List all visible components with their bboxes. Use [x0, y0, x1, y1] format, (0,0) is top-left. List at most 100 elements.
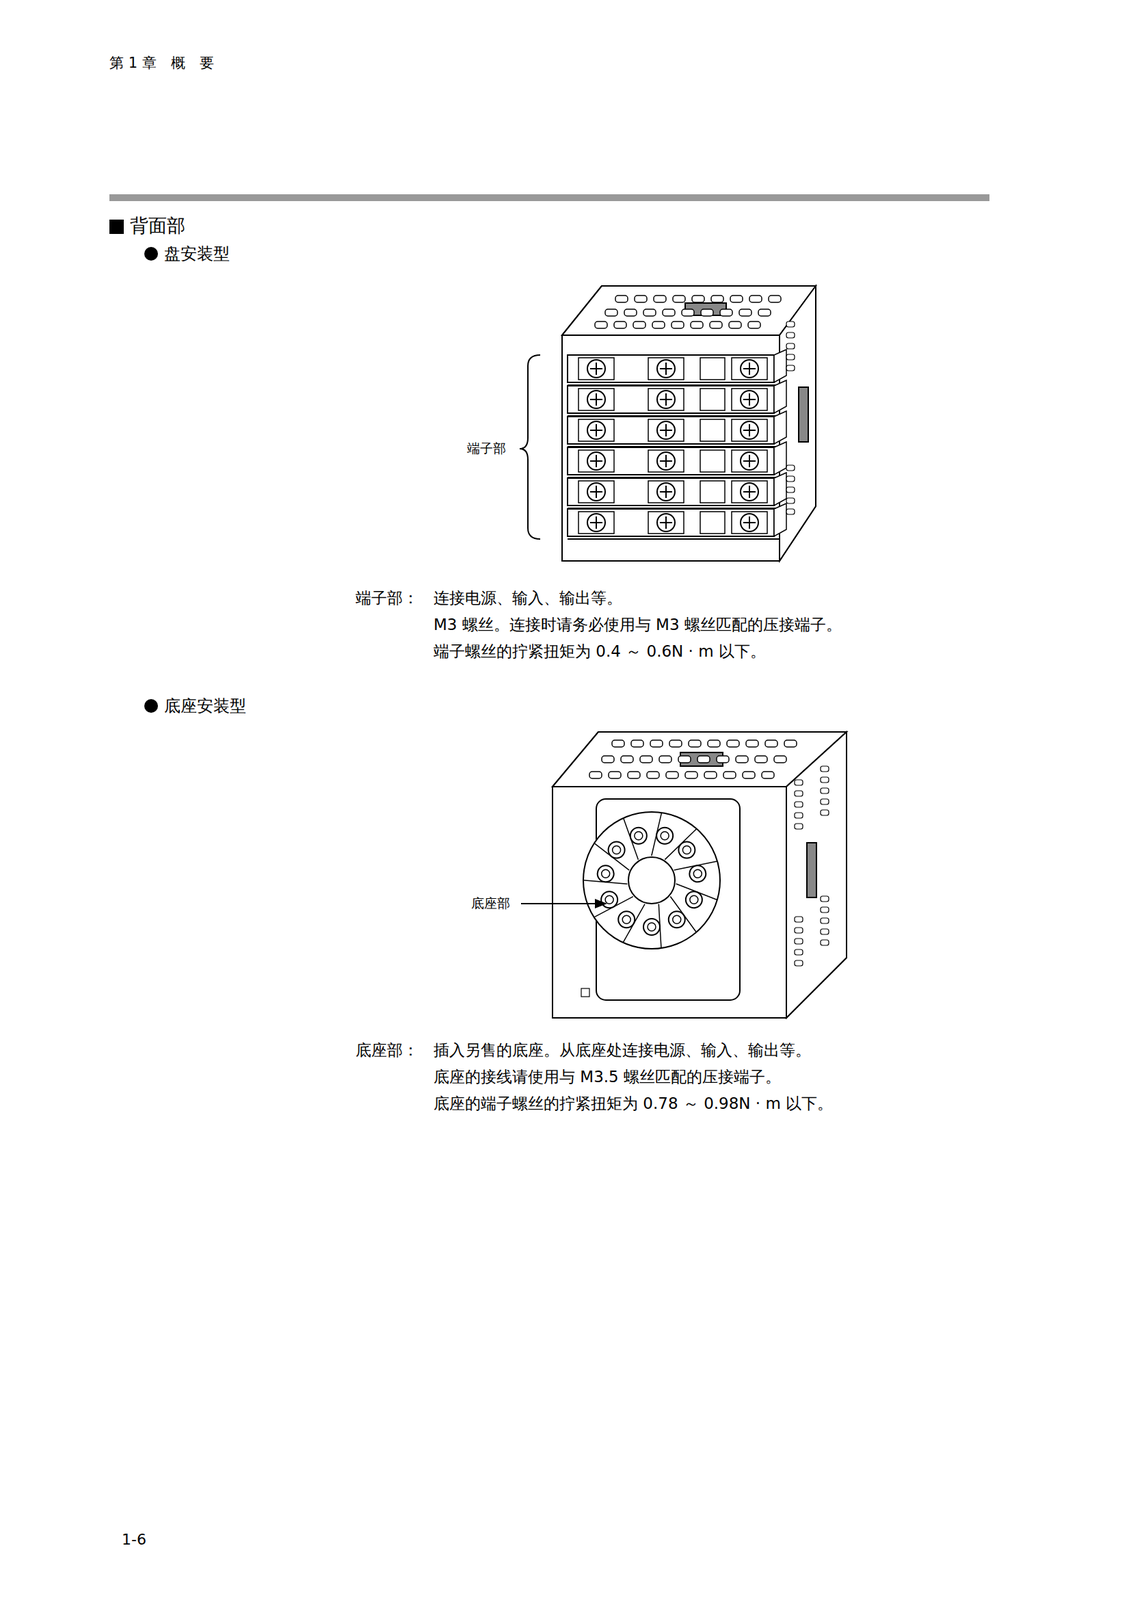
vent-slot: [678, 755, 691, 763]
terminal-cell: [578, 388, 615, 411]
mark: [581, 988, 590, 997]
vent-slot: [669, 739, 682, 747]
housing: [552, 731, 847, 1018]
terminal-blank: [700, 511, 725, 534]
heading-square: [109, 219, 124, 234]
vent-slot: [794, 790, 803, 796]
terminal-screw: [587, 482, 606, 501]
vent-slot: [692, 295, 705, 303]
vent-slot: [786, 486, 795, 493]
vent-slot: [820, 928, 829, 935]
vent-slot: [627, 771, 641, 779]
vent-slot: [820, 906, 829, 913]
terminal-screw: [587, 451, 606, 470]
socket-pin-tip: [660, 831, 669, 840]
vent-slot: [794, 949, 803, 955]
vent-slot: [707, 739, 721, 747]
vent-slot: [786, 332, 795, 338]
screw-slot: [595, 485, 597, 498]
vent-slot: [735, 755, 749, 763]
terminal-screw: [657, 513, 675, 532]
vent-slot: [820, 787, 829, 794]
terminal-cell: [648, 511, 684, 534]
vent-slot: [589, 771, 602, 779]
vent-slot: [720, 309, 733, 316]
terminal-blank: [700, 388, 725, 411]
vent-slot: [608, 771, 621, 779]
vent-slot: [749, 295, 762, 303]
vent-slot: [761, 771, 775, 779]
row-side: [774, 503, 787, 537]
row-divider: [567, 538, 780, 540]
running-header: 第 1 章 概 要: [109, 54, 215, 72]
socket-pin-tip: [647, 922, 656, 931]
screw-slot: [595, 423, 597, 437]
side-face: [786, 731, 847, 1018]
vent-slot: [594, 321, 608, 329]
bracket: [519, 354, 541, 539]
vent-slot: [784, 739, 797, 747]
terminal-screw: [740, 359, 759, 378]
terminal-row: [567, 416, 775, 444]
terminal-blank: [700, 419, 725, 442]
terminal-cell: [648, 419, 684, 442]
terminal-screw: [740, 451, 759, 470]
socket-pin: [597, 865, 615, 882]
row-side: [774, 349, 787, 383]
screw-slot: [665, 362, 667, 375]
screw-slot: [665, 454, 667, 468]
vent-slot: [794, 938, 803, 944]
vent-slot: [662, 309, 675, 316]
socket-rib: [664, 828, 697, 860]
socket-pin-tip: [682, 845, 691, 854]
rule-bar: [109, 194, 990, 202]
terminal-cell: [578, 511, 615, 534]
vent-slot: [786, 497, 795, 504]
terminal-screw: [740, 513, 759, 532]
vent-slot: [794, 927, 803, 933]
rear-face: [562, 335, 780, 561]
subheading: 底座安装型: [164, 696, 247, 716]
terminal-screw: [657, 359, 675, 378]
vent-slot: [786, 508, 795, 515]
vent-slot: [611, 739, 625, 747]
terminal-row: [567, 385, 775, 414]
terminal-cell: [648, 449, 684, 472]
terminal-row: [567, 354, 775, 383]
screw-slot: [665, 393, 667, 406]
vent-slot: [739, 309, 752, 316]
socket-pin: [685, 890, 703, 908]
vent-slot: [820, 798, 829, 805]
part-name: 底座部: [471, 895, 511, 911]
vent-slot: [754, 755, 768, 763]
terminal-screw: [657, 451, 675, 470]
vent-slot: [672, 295, 686, 303]
screw-slot: [595, 362, 597, 375]
vent-slot: [704, 771, 717, 779]
vent-slot: [601, 755, 615, 763]
vent-slot: [650, 739, 663, 747]
vent-slot: [631, 739, 644, 747]
vent-slot: [643, 309, 656, 316]
vent-slot: [820, 939, 829, 946]
screw-slot: [665, 423, 667, 437]
terminal-cell: [578, 419, 615, 442]
socket-pin: [643, 918, 660, 935]
note-line: 连接电源、输入、输出等。: [433, 588, 623, 608]
terminal-screw: [587, 390, 606, 409]
vent-slot: [646, 771, 660, 779]
vent-slot: [690, 321, 703, 329]
terminal-row: [567, 477, 775, 506]
terminal-cell: [578, 357, 615, 380]
vent-slot: [742, 771, 755, 779]
vent-slot: [730, 295, 743, 303]
vent-slot: [728, 321, 742, 329]
vent-slot: [820, 917, 829, 924]
screw-slot: [748, 362, 751, 375]
vent-slot: [786, 321, 795, 327]
socket-pin-tip: [605, 895, 614, 904]
terminal-blank: [700, 449, 725, 472]
socket-hub: [628, 856, 675, 904]
terminal-row: [567, 508, 775, 537]
vent-slot: [820, 776, 829, 783]
